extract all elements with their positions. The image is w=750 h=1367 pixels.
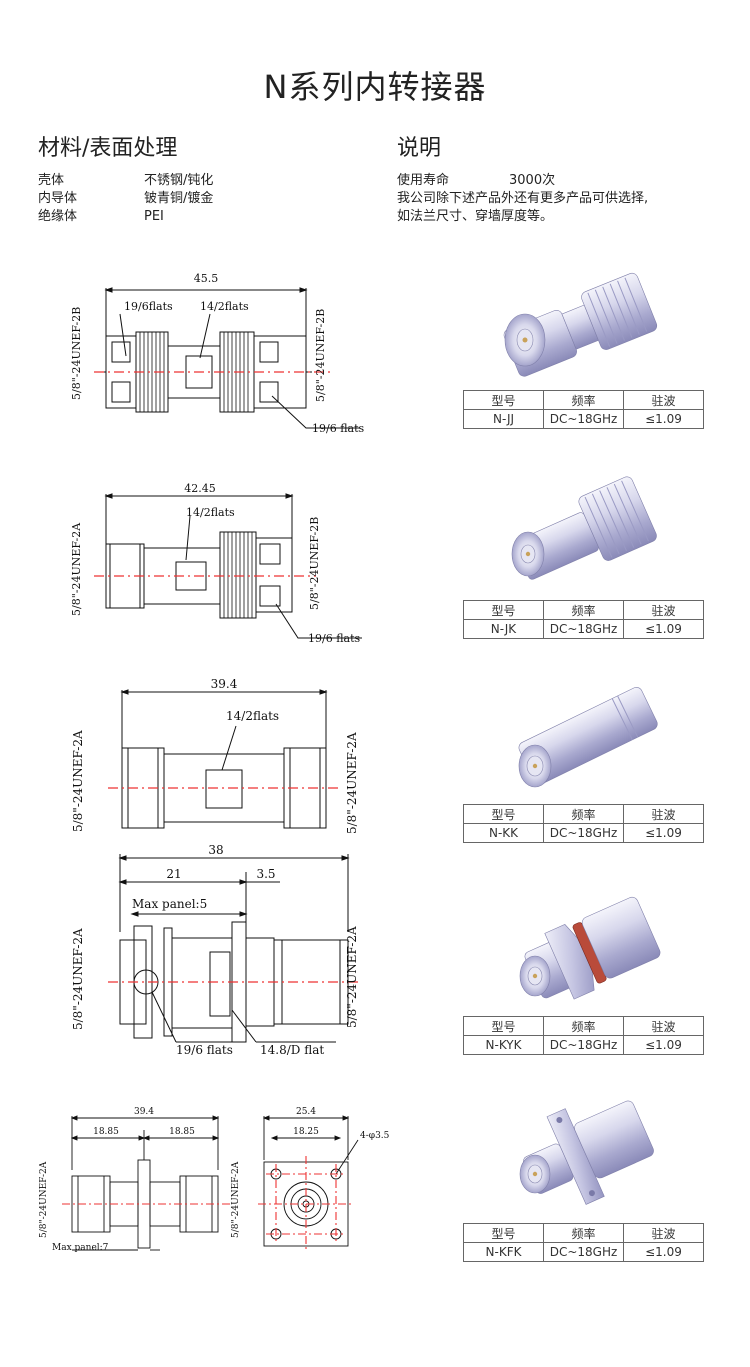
col-model: 型号 bbox=[463, 390, 544, 410]
thread-label: 5/8"-24UNEF-2B bbox=[308, 517, 321, 610]
dim-length: 21 bbox=[166, 867, 181, 881]
freq-value: DC~18GHz bbox=[543, 1035, 624, 1055]
flats-label: 19/6 flats bbox=[312, 422, 365, 435]
dim-length: 39.4 bbox=[134, 1107, 154, 1117]
col-freq: 频率 bbox=[543, 1016, 624, 1036]
freq-value: DC~18GHz bbox=[543, 823, 624, 843]
col-freq: 频率 bbox=[543, 390, 624, 410]
material-row: 绝缘体 PEI bbox=[38, 208, 213, 226]
flats-label: 19/6flats bbox=[124, 300, 173, 313]
flats-label: 14/2flats bbox=[186, 506, 235, 519]
flats-label: 14.8/D flat bbox=[260, 1043, 324, 1057]
vswr-value: ≤1.09 bbox=[623, 823, 704, 843]
model-value: N-KYK bbox=[463, 1035, 544, 1055]
model-value: N-JK bbox=[463, 619, 544, 639]
product-image-n-kyk bbox=[519, 896, 661, 1000]
panel-label: Max panel:5 bbox=[132, 897, 207, 911]
materials-heading: 材料/表面处理 bbox=[38, 136, 178, 161]
life-label: 使用寿命 bbox=[397, 173, 450, 188]
material-part: 绝缘体 bbox=[38, 209, 78, 224]
thread-label: 5/8"-24UNEF-2A bbox=[70, 522, 83, 616]
thread-label: 5/8"-24UNEF-2A bbox=[231, 1161, 241, 1238]
drawing-n-kfk: 39.4 18.85 18.85 Max panel:7 5/8"-24UNEF… bbox=[39, 1107, 390, 1253]
flats-label: 19/6 flats bbox=[176, 1043, 233, 1057]
flats-label: 14/2flats bbox=[200, 300, 249, 313]
freq-value: DC~18GHz bbox=[543, 409, 624, 429]
material-part: 壳体 bbox=[38, 173, 65, 188]
thread-label: 5/8"-24UNEF-2A bbox=[71, 928, 85, 1030]
page-title: N系列内转接器 bbox=[263, 68, 487, 106]
notes-line: 如法兰尺寸、穿墙厚度等。 bbox=[397, 209, 554, 224]
col-freq: 频率 bbox=[543, 600, 624, 620]
flats-label: 14/2flats bbox=[226, 709, 279, 723]
dim-length: 3.5 bbox=[256, 867, 275, 881]
freq-value: DC~18GHz bbox=[543, 619, 624, 639]
product-image-n-kk bbox=[518, 687, 658, 788]
col-model: 型号 bbox=[463, 1016, 544, 1036]
life-value: 3000次 bbox=[509, 173, 556, 188]
dim-length: 38 bbox=[208, 843, 223, 857]
notes-text: 使用寿命 3000次 我公司除下述产品外还有更多产品可供选择, 如法兰尺寸、穿墙厚… bbox=[397, 172, 697, 226]
col-vswr: 驻波 bbox=[623, 804, 704, 824]
thread-label: 5/8"-24UNEF-2B bbox=[70, 307, 83, 400]
dim-length: 18.85 bbox=[93, 1127, 119, 1137]
product-image-n-kfk bbox=[519, 1100, 654, 1205]
flats-label: 19/6 flats bbox=[308, 632, 361, 645]
dim-length: 42.45 bbox=[184, 482, 216, 495]
panel-label: Max panel:7 bbox=[52, 1243, 109, 1253]
holes-label: 4-φ3.5 bbox=[360, 1131, 390, 1141]
dim-length: 39.4 bbox=[211, 677, 238, 691]
freq-value: DC~18GHz bbox=[543, 1242, 624, 1262]
thread-label: 5/8"-24UNEF-2A bbox=[345, 926, 359, 1028]
thread-label: 5/8"-24UNEF-2A bbox=[39, 1161, 49, 1238]
vswr-value: ≤1.09 bbox=[623, 1242, 704, 1262]
col-vswr: 驻波 bbox=[623, 390, 704, 410]
model-value: N-KK bbox=[463, 823, 544, 843]
col-vswr: 驻波 bbox=[623, 600, 704, 620]
model-value: N-KFK bbox=[463, 1242, 544, 1262]
notes-line: 我公司除下述产品外还有更多产品可供选择, bbox=[397, 191, 649, 206]
vswr-value: ≤1.09 bbox=[623, 409, 704, 429]
dim-length: 18.85 bbox=[169, 1127, 195, 1137]
material-finish: 铍青铜/镀金 bbox=[144, 191, 214, 206]
col-model: 型号 bbox=[463, 804, 544, 824]
materials-list: 壳体 不锈钢/钝化 内导体 铍青铜/镀金 绝缘体 PEI bbox=[38, 172, 213, 226]
col-vswr: 驻波 bbox=[623, 1016, 704, 1036]
col-freq: 频率 bbox=[543, 804, 624, 824]
material-finish: PEI bbox=[144, 209, 164, 224]
material-row: 壳体 不锈钢/钝化 bbox=[38, 172, 213, 190]
product-image-n-jj bbox=[503, 272, 658, 377]
col-model: 型号 bbox=[463, 600, 544, 620]
vswr-value: ≤1.09 bbox=[623, 619, 704, 639]
col-model: 型号 bbox=[463, 1223, 544, 1243]
material-row: 内导体 铍青铜/镀金 bbox=[38, 190, 213, 208]
drawing-n-jj: 45.5 19/6flats 14/2flats 19/6 flats 5/8"… bbox=[70, 272, 365, 435]
material-part: 内导体 bbox=[38, 191, 78, 206]
model-value: N-JJ bbox=[463, 409, 544, 429]
drawing-n-jk: 42.45 14/2flats 19/6 flats 5/8"-24UNEF-2… bbox=[70, 482, 362, 645]
thread-label: 5/8"-24UNEF-2A bbox=[345, 732, 359, 834]
dim-length: 45.5 bbox=[194, 272, 219, 285]
drawing-n-kyk: 38 21 3.5 Max panel:5 19/6 flats 14.8/D … bbox=[71, 843, 360, 1057]
material-finish: 不锈钢/钝化 bbox=[144, 173, 214, 188]
thread-label: 5/8"-24UNEF-2A bbox=[71, 730, 85, 832]
col-vswr: 驻波 bbox=[623, 1223, 704, 1243]
col-freq: 频率 bbox=[543, 1223, 624, 1243]
product-image-n-jk bbox=[511, 476, 657, 580]
thread-label: 5/8"-24UNEF-2B bbox=[314, 309, 327, 402]
dim-length: 25.4 bbox=[296, 1107, 316, 1117]
vswr-value: ≤1.09 bbox=[623, 1035, 704, 1055]
notes-heading: 说明 bbox=[397, 136, 442, 161]
dim-length: 18.25 bbox=[293, 1127, 319, 1137]
drawing-n-kk: 39.4 14/2flats 5/8"-24UNEF-2A 5/8"-24UNE… bbox=[71, 677, 359, 834]
